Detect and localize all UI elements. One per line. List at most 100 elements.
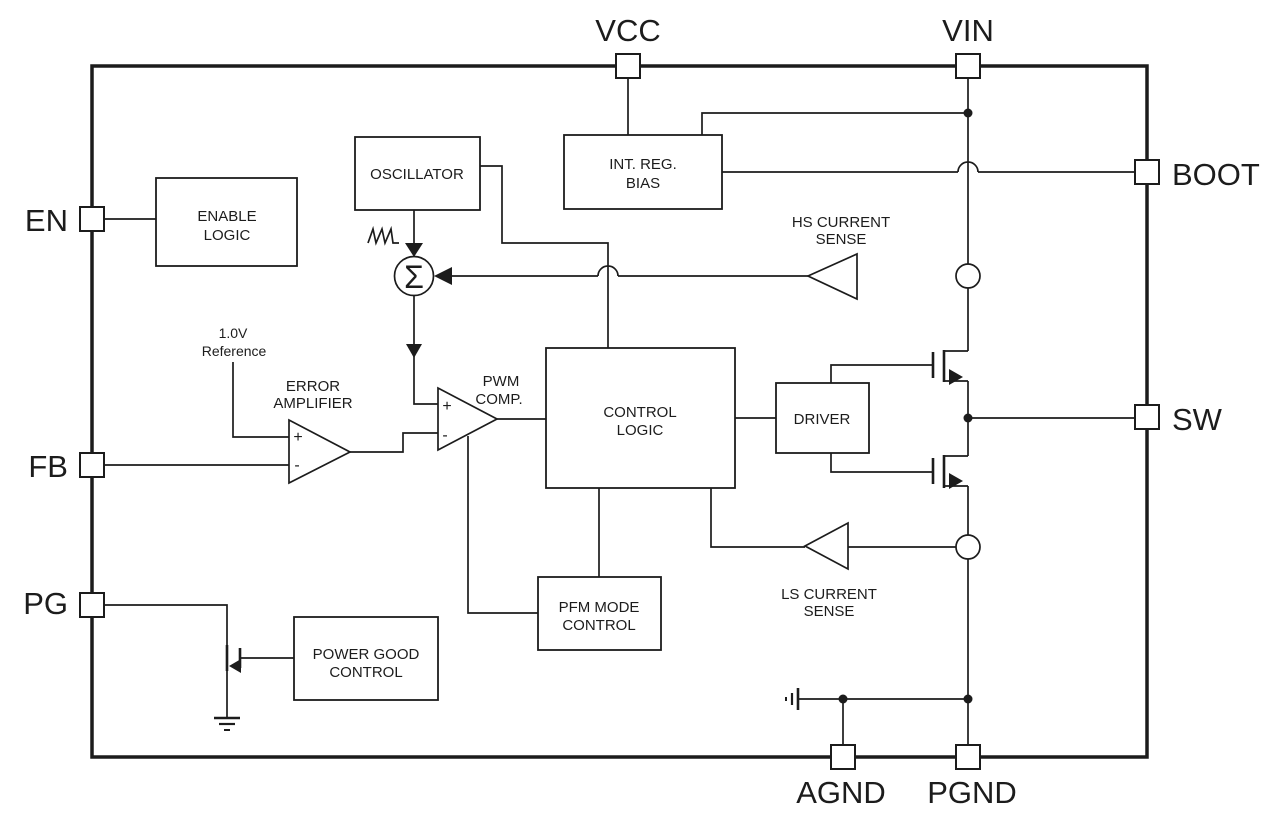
pin-label-boot: BOOT [1172,157,1260,192]
junction-dot [963,413,973,423]
block-power-good-control: POWER GOOD CONTROL [293,616,439,701]
block-int-reg-bias: INT. REG. BIAS [563,134,723,210]
ls-current-sense-triangle [803,521,849,571]
block-enable-logic: ENABLE LOGIC [155,177,298,267]
junction-dot [963,694,973,704]
enable-logic-box [155,177,298,267]
pfm-mode-control-box [537,576,662,651]
junction-dot [838,694,848,704]
wire-reference [232,362,289,438]
pin-label-fb: FB [28,449,68,484]
pin-labels: VCC VIN BOOT SW EN FB PG AGND PGND [23,13,1260,810]
arrowhead-left-icon [434,267,452,285]
int-reg-bias-label: BIAS [626,175,660,192]
pin-label-pgnd: PGND [927,775,1017,810]
block-control-logic: CONTROL LOGIC [545,347,736,489]
pin-label-sw: SW [1172,402,1223,437]
pin-fb [79,452,105,478]
crossover-hop-boot [957,161,979,173]
pin-boot [1134,159,1160,185]
pin-label-pg: PG [23,586,68,621]
crossover-hop-hs-sense [597,265,619,277]
minus-input-label: - [442,427,447,444]
error-amplifier-label: AMPLIFIER [273,395,352,412]
voltage-reference: 1.0V Reference [202,325,267,359]
ls-mosfet [931,455,968,489]
arrowheads [405,243,452,358]
plus-input-label: + [293,429,302,446]
ls-current-sense: LS CURRENT SENSE [781,521,877,620]
summing-junction: Σ [393,255,435,297]
ls-current-sensor-icon [955,534,981,560]
wire-osc-to-control-logic [480,165,609,348]
block-oscillator: OSCILLATOR [354,136,481,211]
minus-input-label: - [294,457,299,474]
mosfet-arrow-icon [949,369,963,385]
block-pfm-mode-control: PFM MODE CONTROL [537,576,662,651]
ls-current-sense-label: SENSE [804,603,855,620]
error-amplifier: ERROR AMPLIFIER + - [273,378,353,485]
sigma-icon: Σ [404,259,424,295]
block-driver: DRIVER [775,382,870,454]
mosfet-arrow-icon [949,473,963,489]
oscillator-label: OSCILLATOR [370,166,464,183]
arrowhead-down-icon [405,243,423,257]
pg-ground [214,716,240,731]
hs-current-sense: HS CURRENT SENSE [792,214,890,301]
agnd-ground [785,688,800,710]
ls-current-sense-label: LS CURRENT [781,586,877,603]
control-logic-box [545,347,736,489]
int-reg-bias-box [563,134,723,210]
wire-driver-hs-gate [830,364,933,383]
pg-mosfet [225,645,242,673]
pin-label-vcc: VCC [595,13,660,48]
plus-input-label: + [442,398,451,415]
wire-bias-to-vin [701,112,968,135]
pin-label-agnd: AGND [796,775,886,810]
reference-label: 1.0V [219,325,248,341]
pfm-mode-control-label: CONTROL [562,617,635,634]
arrowhead-down-icon [406,344,422,358]
enable-logic-label: ENABLE [197,208,256,225]
junction-dot [963,108,973,118]
hs-current-sense-triangle [805,252,858,301]
pin-label-en: EN [25,203,68,238]
power-good-control-label: POWER GOOD [313,646,420,663]
power-good-control-label: CONTROL [329,664,402,681]
hs-current-sense-label: HS CURRENT [792,214,890,231]
int-reg-bias-label: INT. REG. [609,156,677,173]
pin-en [79,206,105,232]
sawtooth-waveform-icon [367,225,399,246]
oscillator-box [354,136,481,211]
pin-label-vin: VIN [942,13,994,48]
error-amplifier-triangle [288,418,352,485]
hs-current-sensor-icon [955,263,981,289]
wire-pg [104,604,228,645]
power-good-control-box [293,616,439,701]
pfm-mode-control-label: PFM MODE [559,599,640,616]
wire-ea-out [350,432,438,453]
error-amplifier-label: ERROR [286,378,340,395]
junction-dots [838,108,973,704]
wire-pfm-tap [467,436,538,614]
wire-ls-sense-out [710,488,805,548]
pwm-comparator-triangle [437,386,499,452]
pwm-comparator-label: COMP. [475,391,522,408]
pin-agnd [830,744,856,770]
mosfet-arrow-icon [229,659,241,673]
hs-mosfet [931,350,968,385]
summing-junction-circle [393,255,435,297]
pin-vcc [615,53,641,79]
pin-pg [79,592,105,618]
driver-label: DRIVER [794,411,851,428]
driver-box [775,382,870,454]
control-logic-label: CONTROL [603,404,676,421]
pwm-comparator: PWM COMP. + - [437,373,523,452]
hs-current-sense-label: SENSE [816,231,867,248]
wire-sum-to-pwm [413,295,438,405]
pins [79,53,1160,770]
pwm-comparator-label: PWM [483,373,520,390]
pin-vin [955,53,981,79]
enable-logic-label: LOGIC [204,227,251,244]
